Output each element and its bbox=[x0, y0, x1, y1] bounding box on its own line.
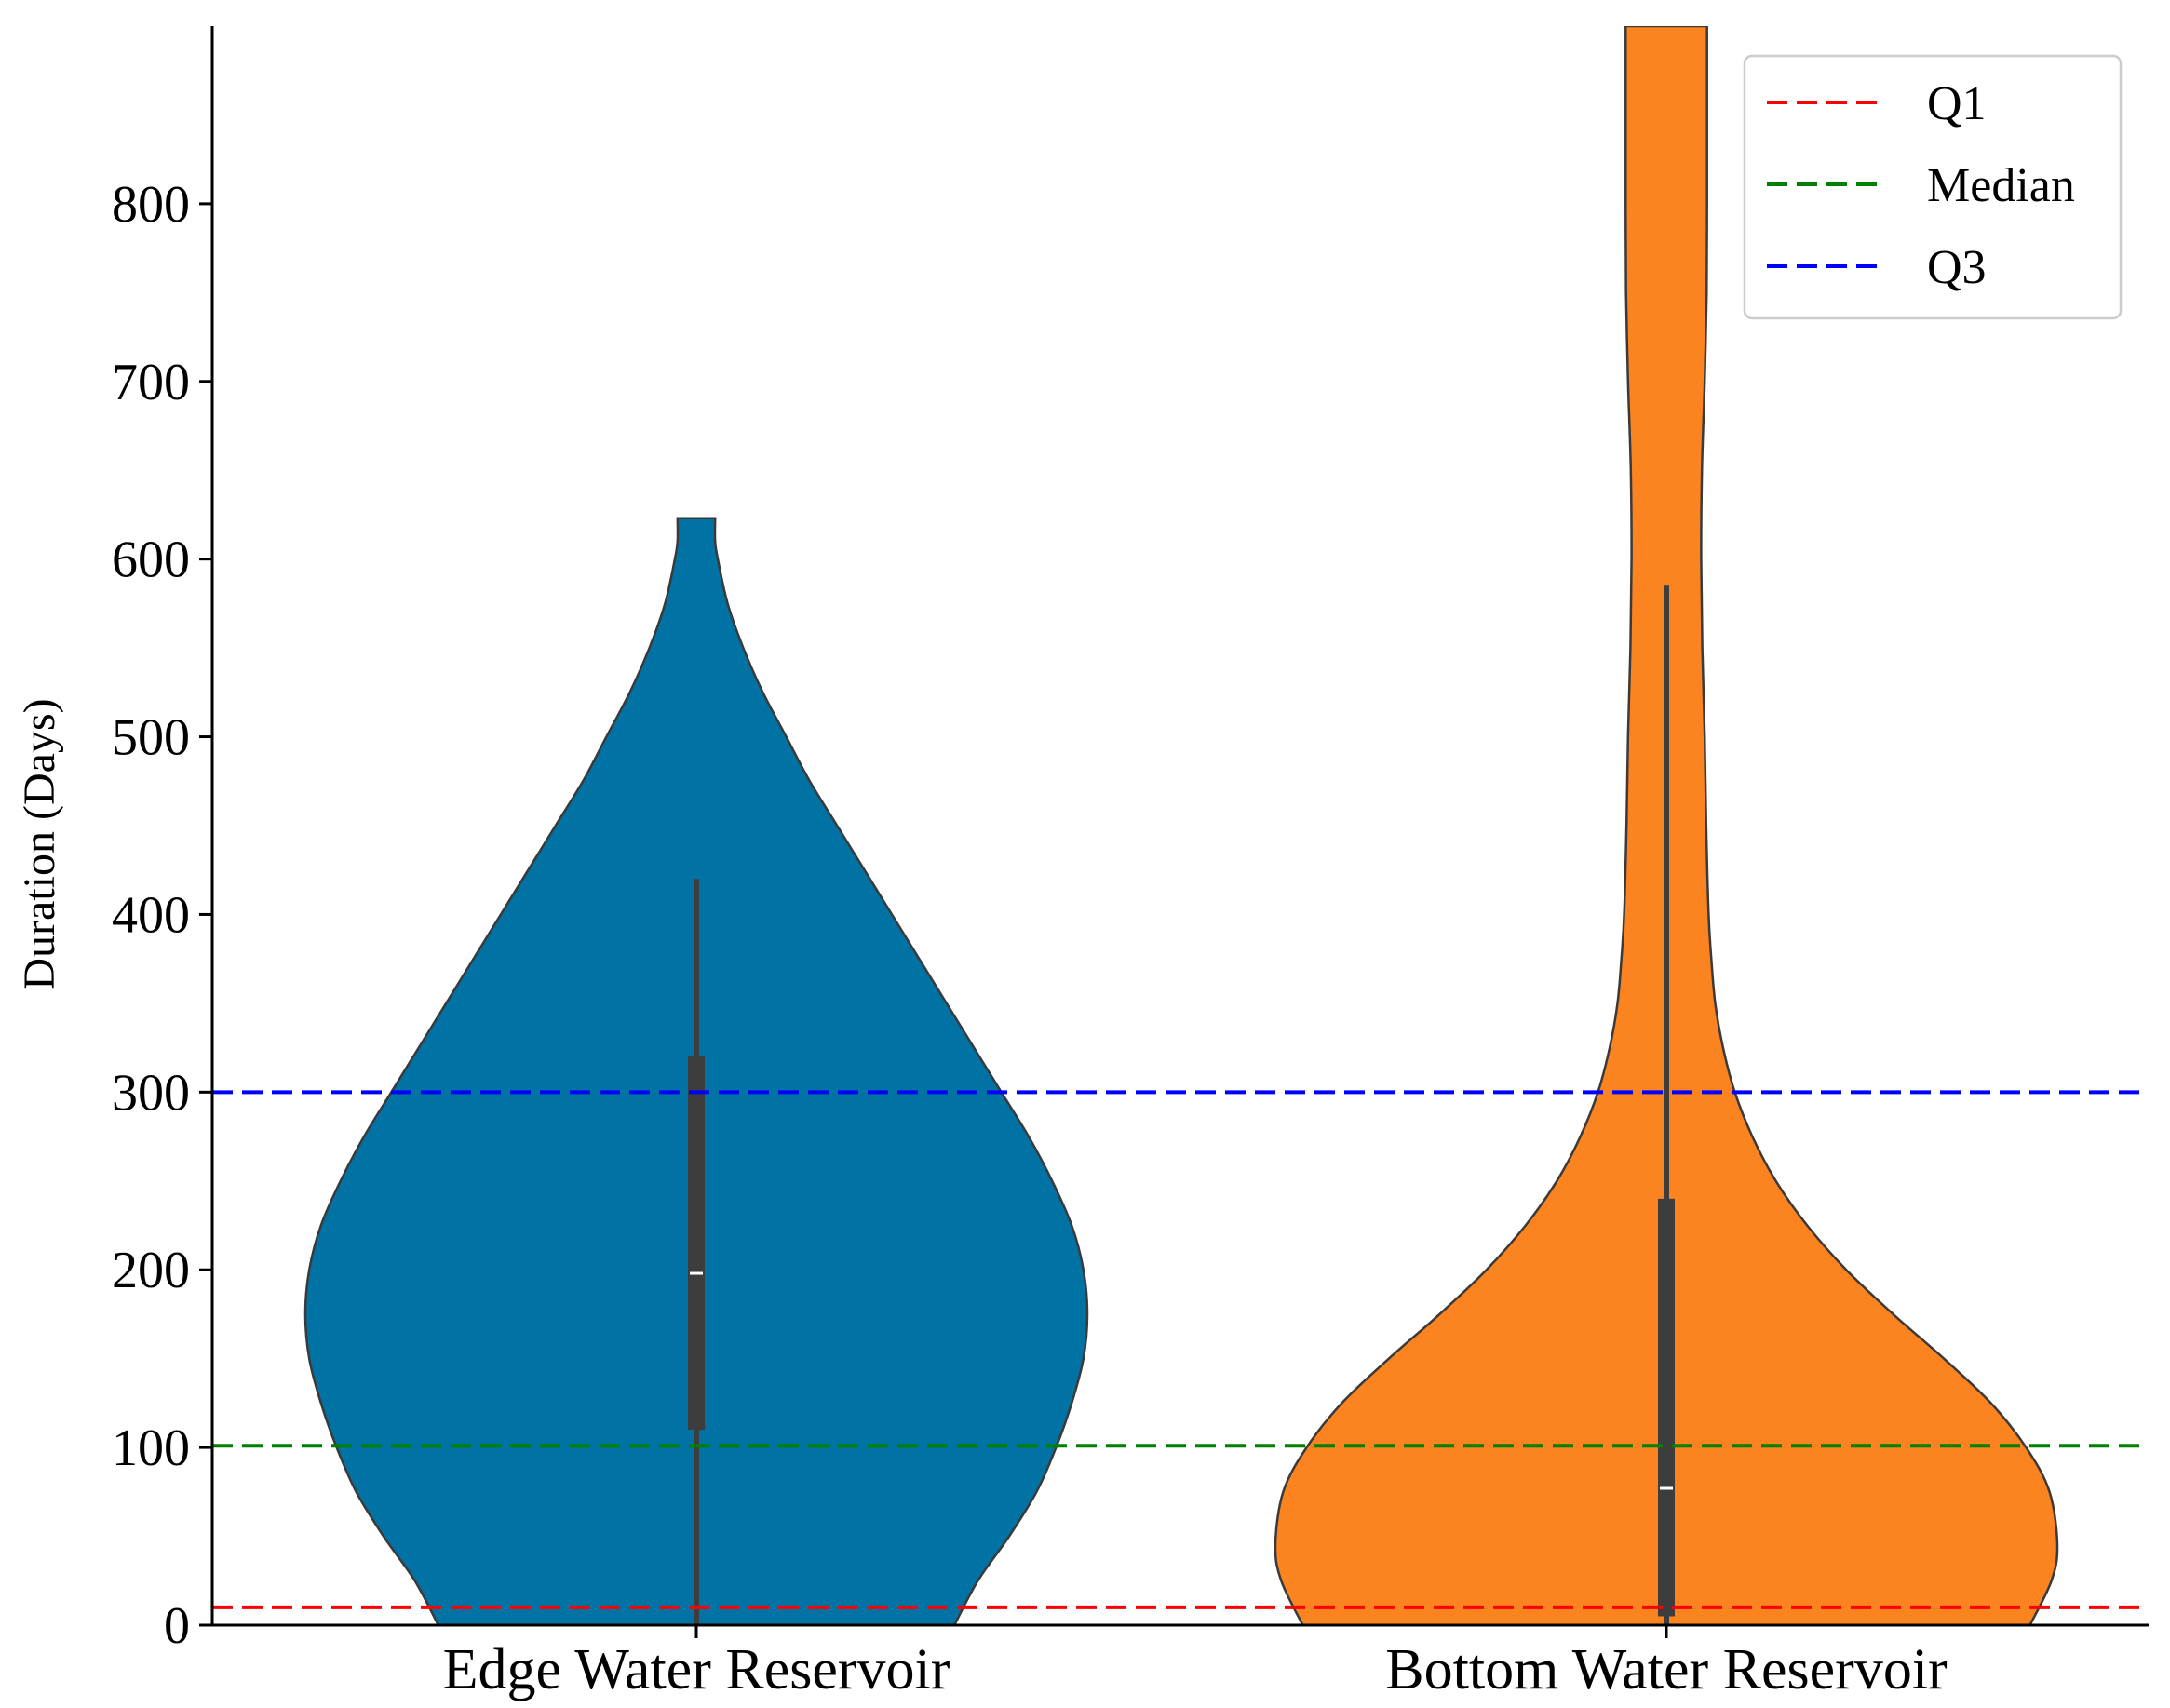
legend-frame bbox=[1743, 54, 2123, 320]
legend-label: Q1 bbox=[1927, 77, 1987, 130]
y-tick-label: 200 bbox=[112, 1242, 190, 1299]
iqr-box bbox=[1658, 1198, 1675, 1617]
x-tick-label: Bottom Water Reservoir bbox=[1385, 1638, 1948, 1701]
legend-label: Median bbox=[1927, 159, 2075, 212]
y-tick-label: 100 bbox=[112, 1419, 190, 1477]
box-layer bbox=[688, 585, 1675, 1625]
x-tick-label: Edge Water Reservoir bbox=[443, 1638, 950, 1701]
y-tick-label: 500 bbox=[112, 709, 190, 767]
y-tick-label: 0 bbox=[164, 1597, 190, 1655]
reference-line-layer bbox=[212, 1090, 2149, 1609]
y-axis-label: Duration (Days) bbox=[15, 698, 64, 989]
iqr-box bbox=[688, 1056, 705, 1431]
y-tick-label: 700 bbox=[112, 354, 190, 411]
legend-label: Q3 bbox=[1927, 241, 1987, 294]
y-tick-label: 600 bbox=[112, 531, 190, 589]
y-tick-label: 800 bbox=[112, 176, 190, 234]
y-tick-label: 300 bbox=[112, 1064, 190, 1122]
y-tick-label: 400 bbox=[112, 886, 190, 944]
